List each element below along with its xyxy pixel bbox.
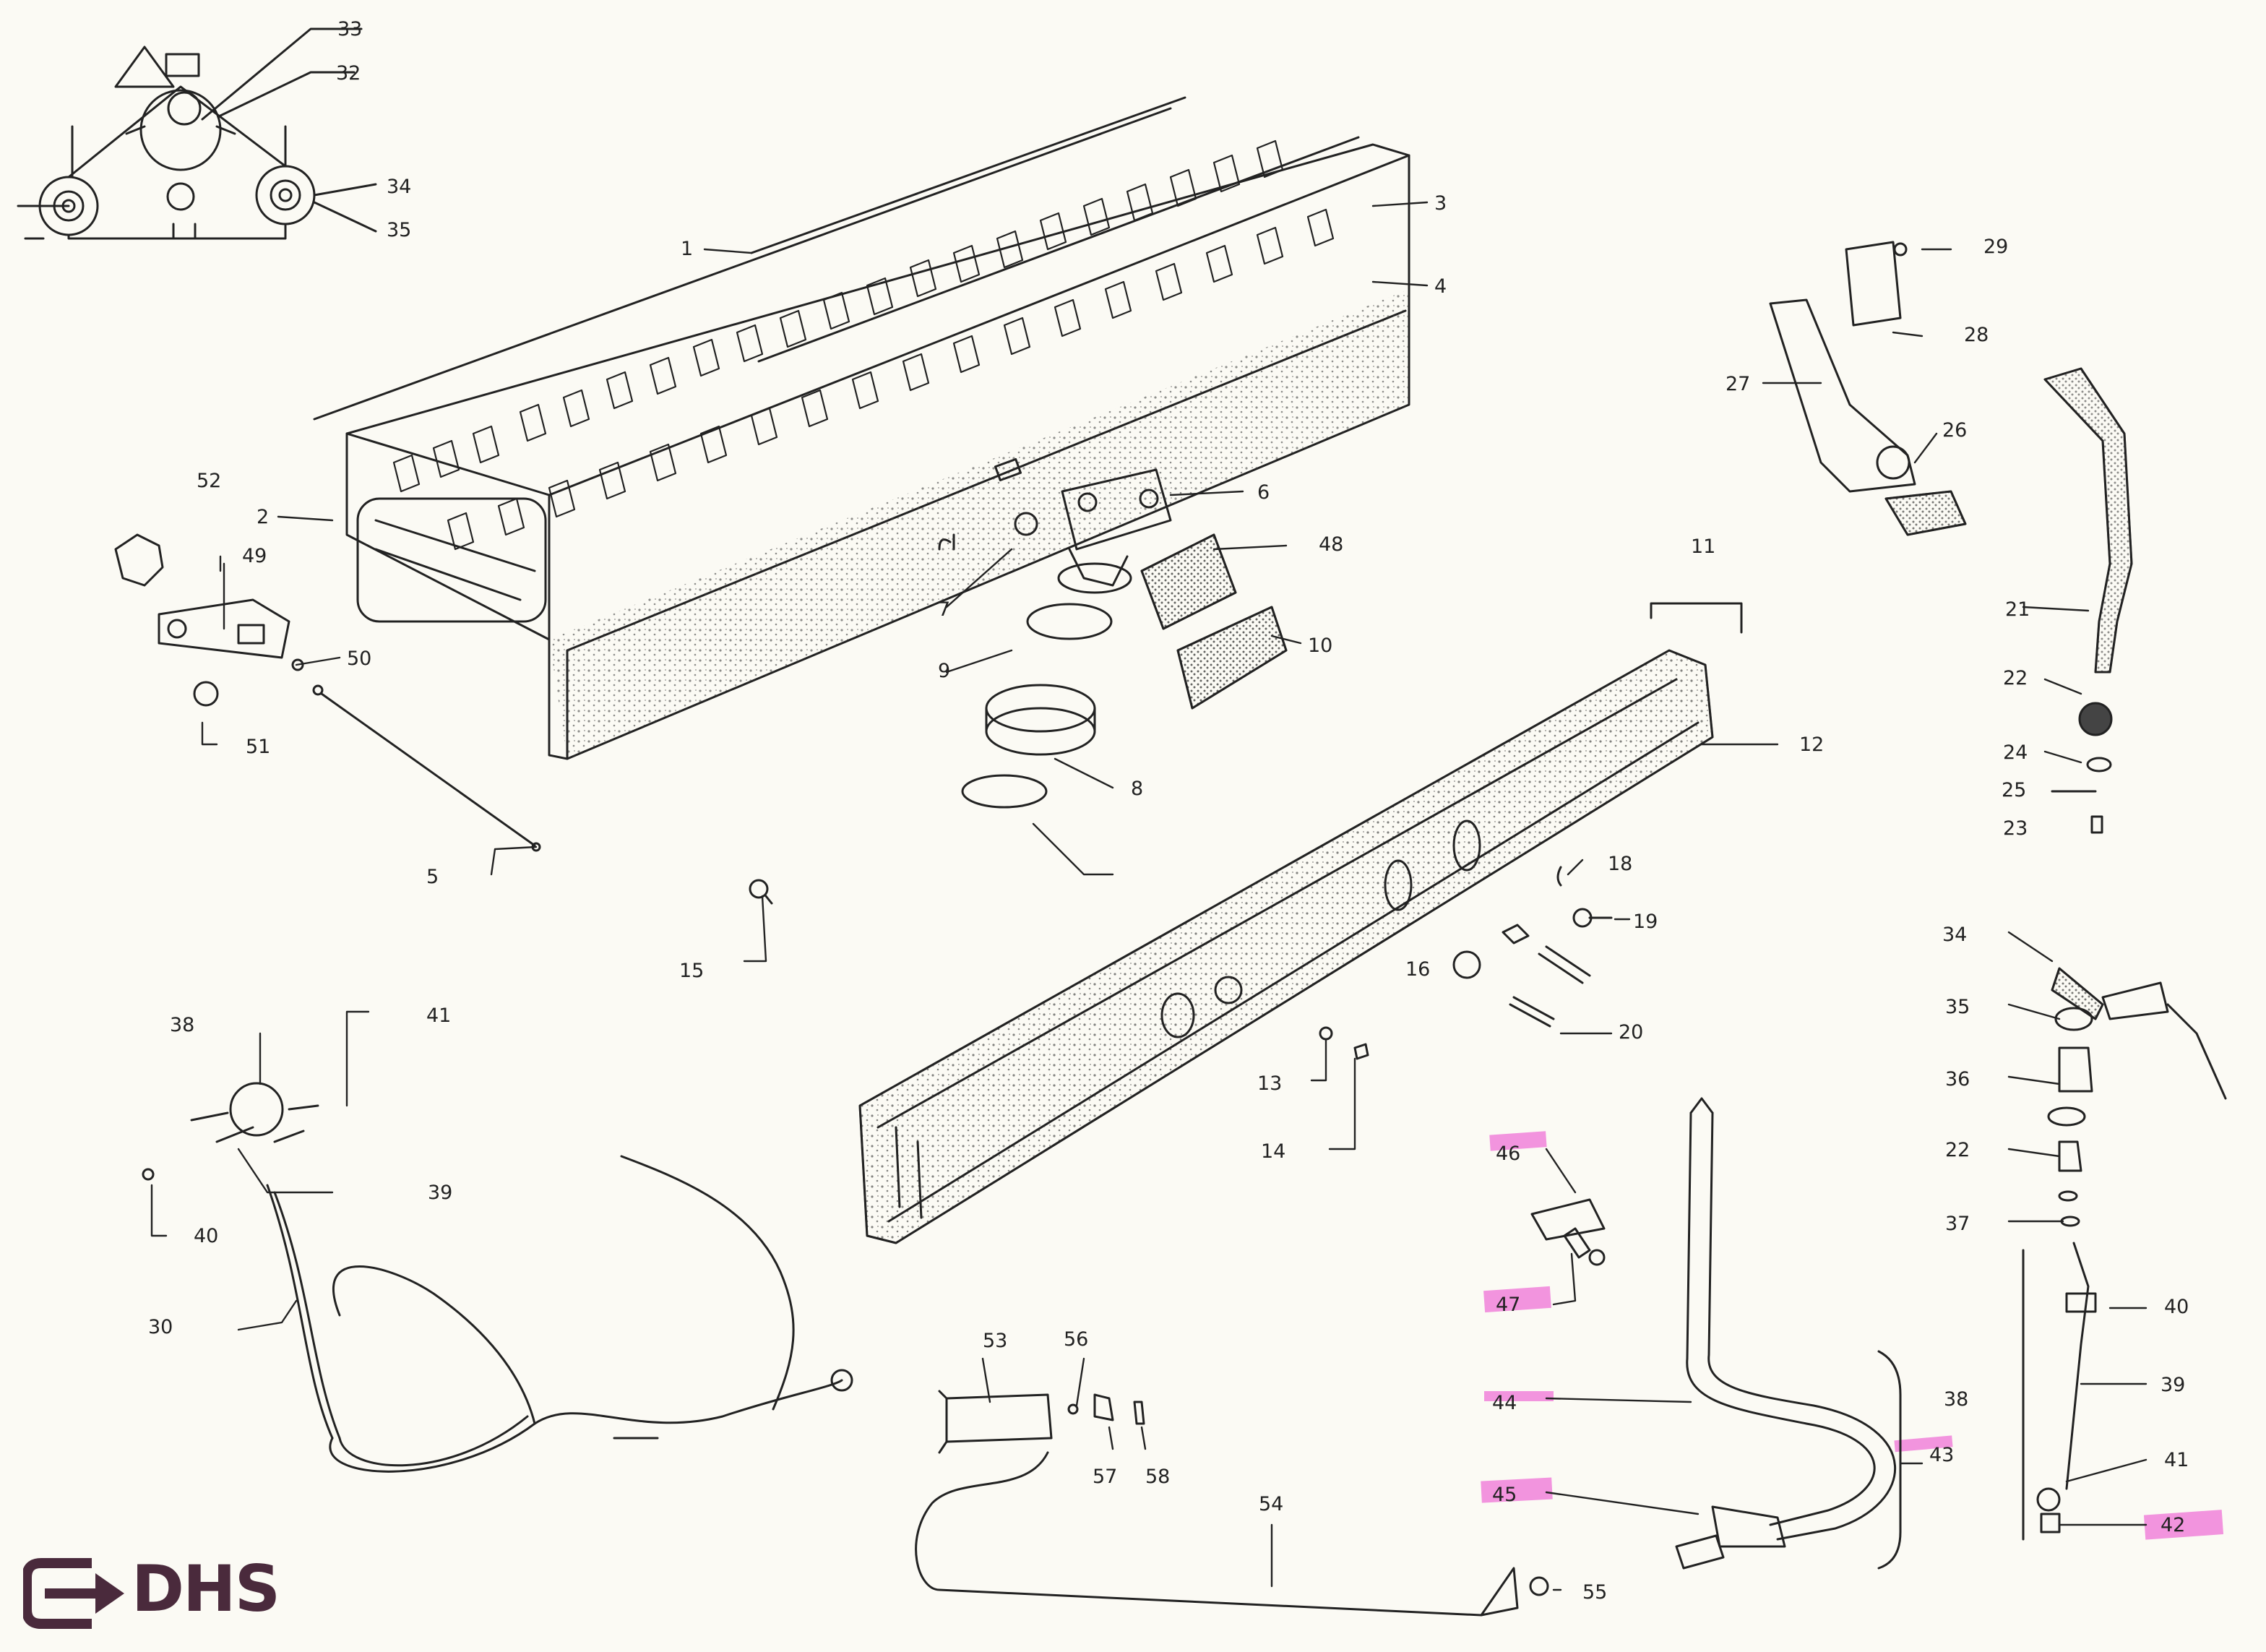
callout-12: 12 <box>1799 733 1825 756</box>
dhs-logo: DHS <box>22 1552 298 1630</box>
callout-46: 46 <box>1496 1143 1521 1165</box>
callout-29: 29 <box>1983 236 2009 258</box>
callout-58: 58 <box>1145 1466 1171 1488</box>
callout-44: 44 <box>1492 1392 1517 1414</box>
callout-28: 28 <box>1964 324 1989 346</box>
callout-47: 47 <box>1496 1294 1521 1316</box>
callout-20: 20 <box>1619 1021 1644 1044</box>
callout-2: 2 <box>257 506 270 528</box>
callout-32: 32 <box>336 62 361 85</box>
callout-48: 48 <box>1319 533 1344 556</box>
callout-27: 27 <box>1726 373 1751 395</box>
callout-11: 11 <box>1691 535 1716 558</box>
highlight-marks <box>1481 1131 2224 1540</box>
callout-26: 26 <box>1942 419 1968 442</box>
callout-40-left: 40 <box>194 1225 219 1247</box>
gasket-48-10 <box>1140 533 1288 710</box>
callout-19: 19 <box>1633 911 1658 933</box>
callout-53: 53 <box>983 1330 1008 1352</box>
callout-30: 30 <box>148 1316 173 1338</box>
callout-13: 13 <box>1257 1072 1283 1095</box>
dhs-arrow-icon <box>22 1558 124 1629</box>
callout-23: 23 <box>2003 817 2028 840</box>
callout-50: 50 <box>347 648 372 670</box>
callout-22-right: 22 <box>1945 1139 1970 1161</box>
callout-21: 21 <box>2005 598 2030 621</box>
callout-40-right: 40 <box>2164 1296 2189 1318</box>
screws-and-nuts <box>749 866 1613 1060</box>
callout-4: 4 <box>1434 275 1447 298</box>
thermocouple-right <box>2022 967 2227 1541</box>
nozzle-holder-parts <box>961 468 1172 809</box>
clip-46-47 <box>1530 1198 1606 1266</box>
callout-22: 22 <box>2003 667 2028 689</box>
tray-stipple <box>549 289 1409 759</box>
bracket-49-parts <box>114 533 541 852</box>
callout-18: 18 <box>1608 853 1633 875</box>
callout-42: 42 <box>2161 1514 2186 1536</box>
callout-34: 34 <box>387 176 412 198</box>
pilot-tube-44 <box>1675 1097 1902 1570</box>
callout-14: 14 <box>1261 1140 1286 1163</box>
callout-1: 1 <box>681 238 694 260</box>
callout-3: 3 <box>1434 192 1447 215</box>
callout-25: 25 <box>2002 779 2027 801</box>
callout-51: 51 <box>246 736 271 758</box>
callout-36: 36 <box>1945 1068 1970 1090</box>
igniter-bracket-assembly <box>1769 241 1967 536</box>
callout-24: 24 <box>2003 741 2028 764</box>
callout-45: 45 <box>1492 1484 1517 1506</box>
callout-39-right: 39 <box>2161 1374 2186 1396</box>
callout-41-left: 41 <box>426 1004 452 1027</box>
callout-55: 55 <box>1582 1581 1608 1604</box>
callout-38-right: 38 <box>1944 1388 1969 1411</box>
callout-9: 9 <box>938 660 951 682</box>
callout-15: 15 <box>679 960 705 982</box>
bracket-53-parts <box>915 1390 1549 1617</box>
callout-5: 5 <box>426 866 439 888</box>
callout-56: 56 <box>1064 1328 1089 1351</box>
callout-34-right: 34 <box>1942 924 1968 946</box>
callout-38-left: 38 <box>170 1014 195 1036</box>
pilot-tube-21 <box>2043 367 2133 834</box>
callout-43: 43 <box>1929 1444 1955 1466</box>
callout-49: 49 <box>242 545 267 567</box>
callout-7: 7 <box>938 598 951 621</box>
callout-6: 6 <box>1257 481 1270 504</box>
leader-lines <box>150 201 2147 1591</box>
callout-8: 8 <box>1131 778 1144 800</box>
callout-35: 35 <box>387 219 412 241</box>
callout-37: 37 <box>1945 1213 1970 1235</box>
callout-57: 57 <box>1093 1466 1118 1488</box>
callout-41-right: 41 <box>2164 1449 2189 1471</box>
valve-triangle-detail <box>17 27 377 240</box>
callout-52: 52 <box>197 470 222 492</box>
burner-panel-12 <box>858 602 1743 1244</box>
thermocouple-assembly <box>142 1082 853 1473</box>
callout-54: 54 <box>1259 1493 1284 1515</box>
callout-39-left: 39 <box>428 1182 453 1204</box>
dhs-logo-text: DHS <box>132 1552 280 1626</box>
callout-33: 33 <box>337 18 363 40</box>
callout-35-right: 35 <box>1945 996 1970 1018</box>
callout-16: 16 <box>1405 958 1431 981</box>
callout-10: 10 <box>1308 634 1333 657</box>
